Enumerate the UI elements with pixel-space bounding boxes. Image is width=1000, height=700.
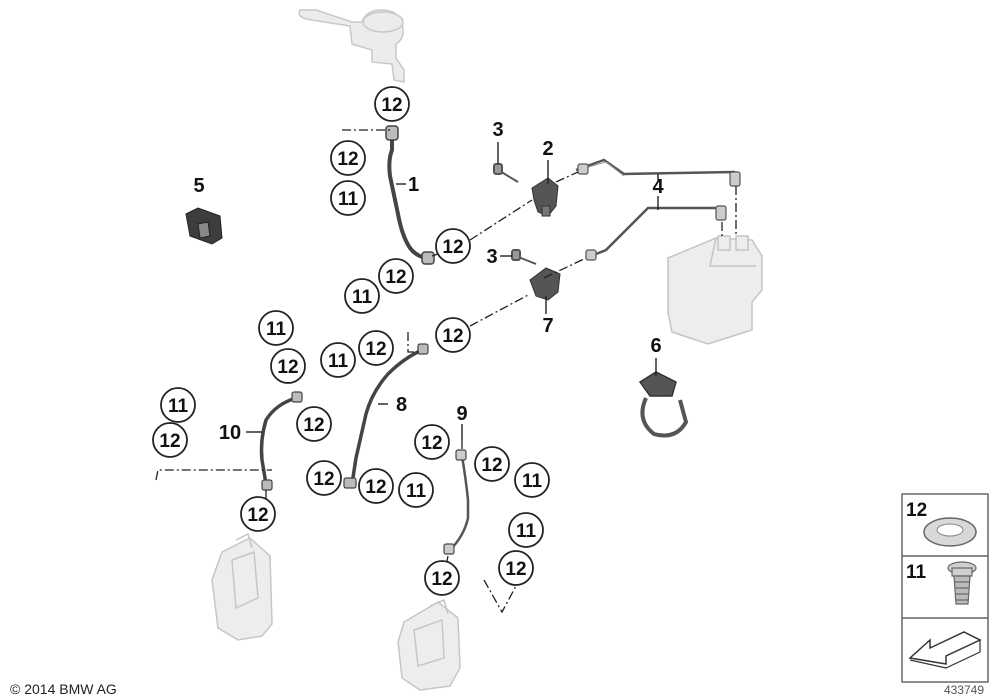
caliper-right-ghost xyxy=(397,598,461,691)
abs-unit-ghost xyxy=(667,235,763,345)
svg-text:11: 11 xyxy=(522,471,543,492)
clip-6 xyxy=(638,371,689,438)
callout: 11 xyxy=(398,472,434,508)
svg-text:12: 12 xyxy=(277,357,298,378)
svg-text:12: 12 xyxy=(247,505,268,526)
svg-text:12: 12 xyxy=(421,433,442,454)
copyright-text: © 2014 BMW AG xyxy=(10,681,117,697)
svg-text:12: 12 xyxy=(442,237,463,258)
callout: 12 xyxy=(378,258,414,294)
callout: 12 xyxy=(435,228,471,264)
legend-box: 12 11 xyxy=(901,493,989,683)
callout: 12 xyxy=(374,86,410,122)
svg-text:11: 11 xyxy=(328,351,349,372)
part-label-7: 7 xyxy=(542,315,553,337)
part-label-1: 1 xyxy=(408,174,419,196)
part-label-9: 9 xyxy=(456,403,467,425)
part-label-4: 4 xyxy=(652,176,664,198)
svg-text:11: 11 xyxy=(168,396,189,417)
callout: 12 xyxy=(240,496,276,532)
part-leaders xyxy=(246,142,659,440)
part-label-5: 5 xyxy=(193,175,204,197)
svg-text:11: 11 xyxy=(338,189,359,210)
hollow-bolt-icon xyxy=(947,561,977,605)
callout: 12 xyxy=(296,406,332,442)
svg-text:11: 11 xyxy=(516,521,537,542)
callout: 12 xyxy=(358,330,394,366)
callout: 12 xyxy=(474,446,510,482)
svg-text:11: 11 xyxy=(352,287,373,308)
svg-text:12: 12 xyxy=(365,339,386,360)
part-labels: 1 2 3 3 4 5 6 7 8 9 10 xyxy=(193,119,664,444)
callout: 11 xyxy=(258,310,294,346)
callout: 12 xyxy=(414,424,450,460)
callout: 11 xyxy=(330,180,366,216)
svg-text:12: 12 xyxy=(442,326,463,347)
brake-hose-1 xyxy=(387,136,428,260)
part-label-3-lower: 3 xyxy=(486,246,497,268)
svg-text:12: 12 xyxy=(313,469,334,490)
brake-hose-10 xyxy=(259,396,298,486)
hose-10-fittings xyxy=(261,391,303,491)
part-label-10: 10 xyxy=(219,422,241,444)
master-cylinder-ghost xyxy=(298,9,405,83)
svg-text:12: 12 xyxy=(381,95,402,116)
holder-5 xyxy=(185,207,223,245)
callout: 12 xyxy=(435,317,471,353)
callout: 12 xyxy=(330,140,366,176)
callout: 11 xyxy=(160,387,196,423)
callout: 12 xyxy=(152,422,188,458)
svg-text:11: 11 xyxy=(266,319,287,340)
svg-text:12: 12 xyxy=(385,267,406,288)
callout: 12 xyxy=(358,468,394,504)
callout: 11 xyxy=(344,278,380,314)
bolt-3-upper xyxy=(493,163,519,183)
svg-text:12: 12 xyxy=(365,477,386,498)
leader-lines xyxy=(155,129,737,614)
svg-text:12: 12 xyxy=(337,149,358,170)
caliper-left-ghost xyxy=(211,532,273,641)
direction-arrow-icon xyxy=(908,631,982,669)
callout: 11 xyxy=(508,512,544,548)
callout: 12 xyxy=(498,550,534,586)
callout: 12 xyxy=(306,460,342,496)
part-label-8: 8 xyxy=(396,394,407,416)
callout: 11 xyxy=(514,462,550,498)
part-label-3-upper: 3 xyxy=(492,119,503,141)
svg-text:11: 11 xyxy=(406,481,427,502)
callout: 12 xyxy=(424,560,460,596)
hose-8-fittings xyxy=(343,343,429,489)
svg-text:12: 12 xyxy=(303,415,324,436)
callout: 12 xyxy=(270,348,306,384)
part-label-2: 2 xyxy=(542,138,553,160)
holder-7 xyxy=(529,267,561,301)
callout: 11 xyxy=(320,342,356,378)
pipe-4-fittings xyxy=(577,163,741,261)
svg-text:12: 12 xyxy=(431,569,452,590)
svg-text:12: 12 xyxy=(481,455,502,476)
seal-ring-icon xyxy=(923,517,977,547)
holder-2 xyxy=(531,177,559,217)
hose-9-fittings xyxy=(443,449,467,555)
svg-text:12: 12 xyxy=(505,559,526,580)
diagram-id: 433749 xyxy=(944,683,984,697)
legend-number-12: 12 xyxy=(906,500,927,521)
legend-number-11: 11 xyxy=(906,562,927,583)
bolt-3-lower xyxy=(511,249,537,265)
svg-text:12: 12 xyxy=(159,431,180,452)
brake-hose-9 xyxy=(448,454,470,552)
callouts: 12 12 11 12 12 11 12 11 12 11 12 12 11 1… xyxy=(152,86,550,596)
part-label-6: 6 xyxy=(650,335,661,357)
brake-hose-8 xyxy=(350,348,424,486)
